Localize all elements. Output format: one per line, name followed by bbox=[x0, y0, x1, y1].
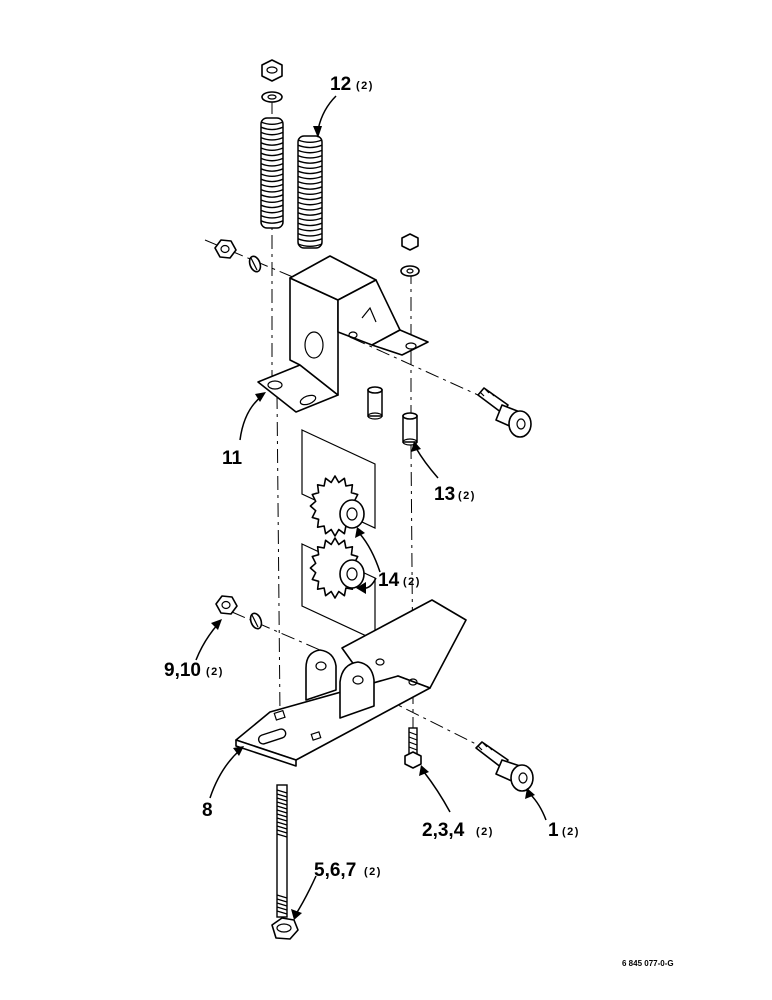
callout-number: 12 bbox=[330, 74, 351, 95]
callout-14: 14 (2) bbox=[378, 570, 421, 591]
callout-number: 11 bbox=[222, 448, 243, 469]
callout-number: 8 bbox=[202, 800, 213, 821]
callout-number: 14 bbox=[378, 570, 400, 591]
spring-left bbox=[260, 117, 284, 229]
top-nut-right bbox=[400, 233, 420, 277]
callout-13: 13 (2) bbox=[434, 484, 476, 505]
roller-lower bbox=[309, 537, 365, 599]
shoulder-bolt-lower bbox=[475, 741, 534, 792]
callout-quantity: (2) bbox=[562, 826, 580, 838]
cap-screw-234 bbox=[404, 727, 422, 769]
callout-number: 5,6,7 bbox=[314, 860, 356, 881]
spring-12 bbox=[297, 135, 323, 249]
spacer-13 bbox=[402, 412, 418, 446]
callout-8: 8 bbox=[202, 800, 213, 821]
callout-11: 11 bbox=[222, 448, 243, 469]
callout-2-3-4: 2,3,4 (2) bbox=[422, 820, 494, 841]
callout-number: 13 bbox=[434, 484, 455, 505]
callout-number: 9,10 bbox=[164, 660, 201, 681]
callout-number: 2,3,4 bbox=[422, 820, 465, 841]
bracket-11 bbox=[257, 255, 429, 413]
callout-quantity: (2) bbox=[206, 666, 224, 678]
shoulder-bolt-upper bbox=[477, 387, 532, 438]
callout-quantity: (2) bbox=[356, 80, 374, 92]
side-nut-lower bbox=[215, 595, 263, 630]
figure-reference: 6 845 077-0-G bbox=[622, 959, 674, 968]
leader-lines bbox=[195, 95, 547, 920]
base-bracket-8 bbox=[235, 599, 467, 767]
callout-quantity: (2) bbox=[403, 576, 421, 588]
callout-quantity: (2) bbox=[458, 490, 476, 502]
side-nut-upper bbox=[214, 239, 262, 273]
callout-5-6-7: 5,6,7 (2) bbox=[314, 860, 382, 881]
callout-quantity: (2) bbox=[364, 866, 382, 878]
top-nut-left bbox=[261, 59, 283, 103]
callout-9-10: 9,10 (2) bbox=[164, 660, 224, 681]
callout-quantity: (2) bbox=[476, 826, 494, 838]
callout-1: 1 (2) bbox=[548, 820, 580, 841]
long-stud-567 bbox=[271, 784, 299, 940]
callout-12: 12 (2) bbox=[330, 74, 374, 95]
callout-number: 1 bbox=[548, 820, 559, 841]
roller-upper-plate bbox=[301, 429, 376, 529]
spacer-upper bbox=[367, 386, 383, 420]
roller-upper bbox=[309, 475, 365, 537]
